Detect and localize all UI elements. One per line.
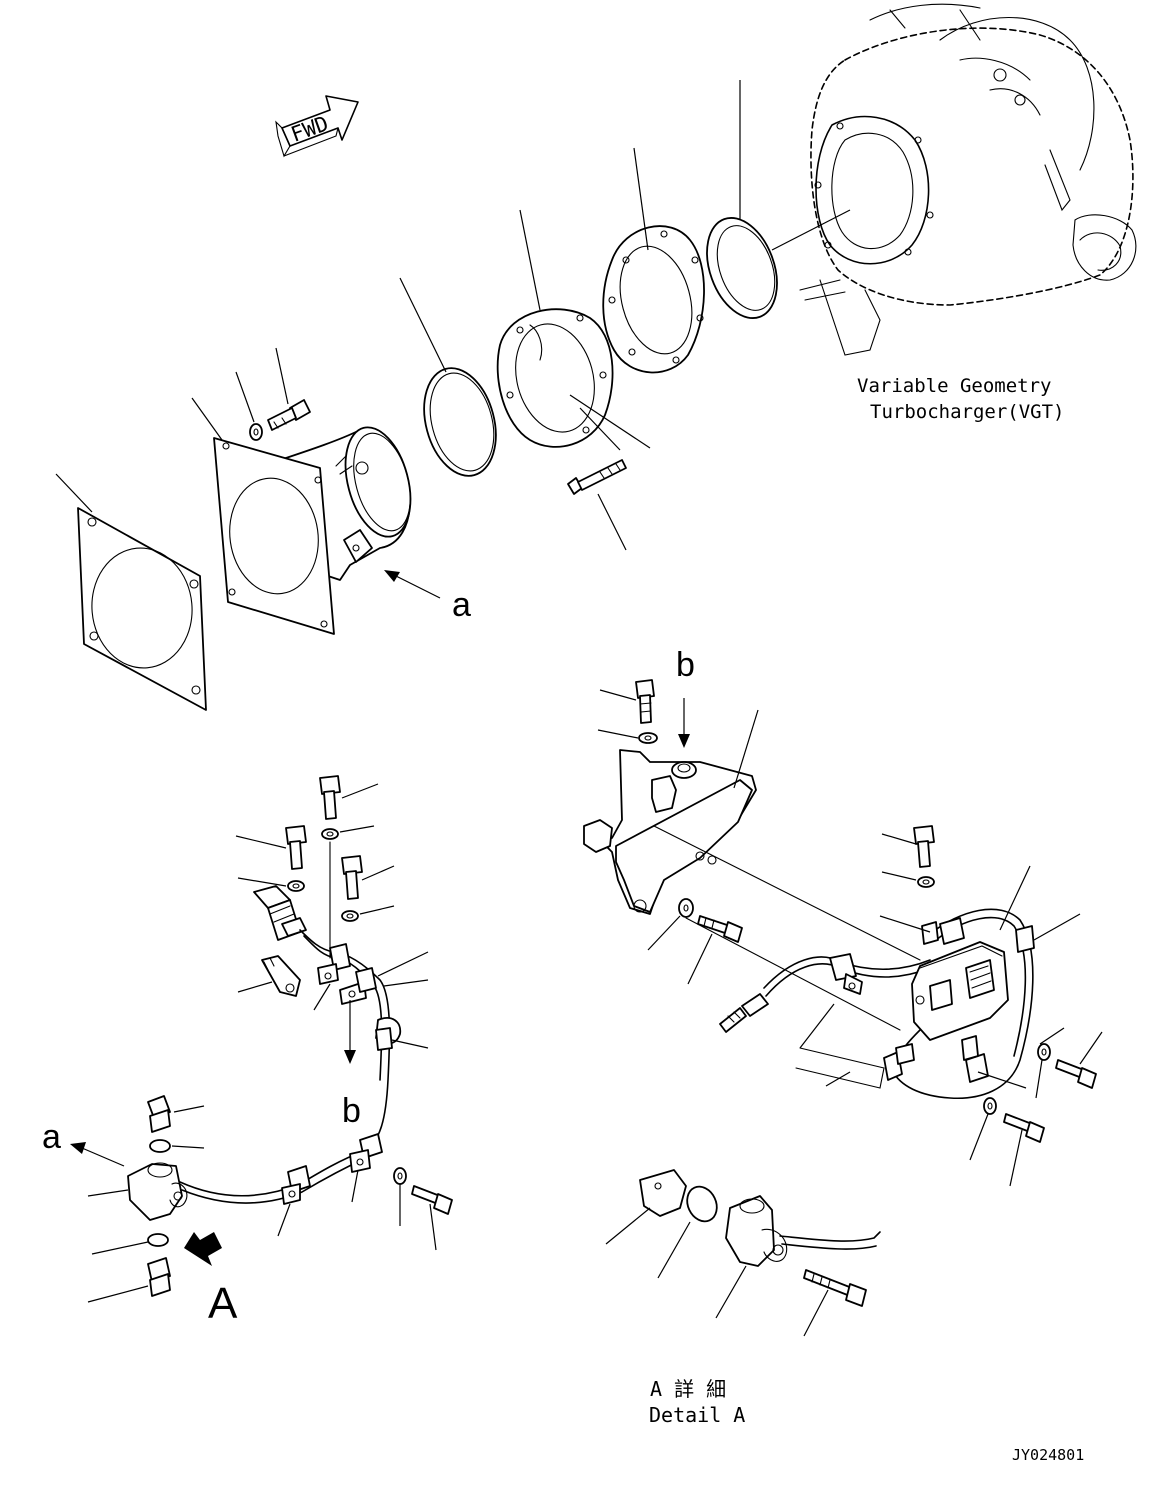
- turbocharger-vgt: [799, 3, 1137, 356]
- view-a-label: A: [208, 1279, 238, 1328]
- o-ring: [399, 277, 497, 477]
- harness-bolt-bottom: [393, 1167, 453, 1251]
- harness-bolt-left-a: [319, 775, 379, 959]
- ref-b-mid: b: [342, 1092, 361, 1130]
- outlet-elbow: [191, 397, 412, 635]
- ref-a-left: a: [42, 1118, 61, 1156]
- harness-bolt-left-c: [341, 855, 395, 922]
- ref-a-arrow-top: [384, 570, 441, 599]
- ref-b-top: b: [676, 646, 695, 684]
- bracket-bolt-lower: [647, 898, 743, 985]
- fwd-label: FWD: [288, 111, 332, 147]
- flange-bolt: [567, 459, 627, 551]
- view-a-arrow: [184, 1232, 222, 1266]
- seal-ring: [706, 80, 851, 319]
- leader-line: [685, 917, 901, 1031]
- ref-a-arrow-left: [70, 1142, 125, 1167]
- leader-line: [653, 825, 921, 961]
- harness-bolt-upper: [881, 825, 935, 888]
- vgt-label-line2: Turbocharger(VGT): [870, 401, 1064, 423]
- adapter-gasket: [602, 147, 705, 374]
- ref-b-arrow-mid: [344, 1000, 356, 1064]
- exhaust-gasket: [55, 473, 207, 711]
- detail-a-label-en: Detail A: [649, 1403, 745, 1427]
- ref-b-arrow-top: [678, 698, 690, 748]
- spacer-flange: [496, 209, 651, 451]
- ref-a-top: a: [452, 586, 471, 624]
- detail-a-label-jp: A 詳 細: [650, 1377, 726, 1401]
- elbow-bolt: [235, 347, 311, 441]
- drawing-number: JY024801: [1012, 1446, 1084, 1464]
- fwd-arrow-icon: [275, 95, 359, 158]
- pressure-sensor: [87, 1095, 205, 1303]
- harness-connector-left: [237, 885, 429, 1151]
- bracket-bolt-top: [597, 679, 658, 744]
- detail-a-assembly: [605, 1169, 881, 1337]
- harness-lower-wire: [179, 1133, 383, 1237]
- harness-bolt-right2: [969, 1097, 1045, 1187]
- vgt-label-line1: Variable Geometry: [857, 375, 1051, 397]
- leader-line: [879, 915, 931, 933]
- harness-bolt-right1: [1035, 1027, 1103, 1099]
- nox-sensor-harness: [719, 865, 1081, 1100]
- harness-clamp-bottom: [795, 1003, 885, 1089]
- mounting-bracket: [583, 709, 759, 915]
- harness-bolt-left-b: [235, 825, 307, 892]
